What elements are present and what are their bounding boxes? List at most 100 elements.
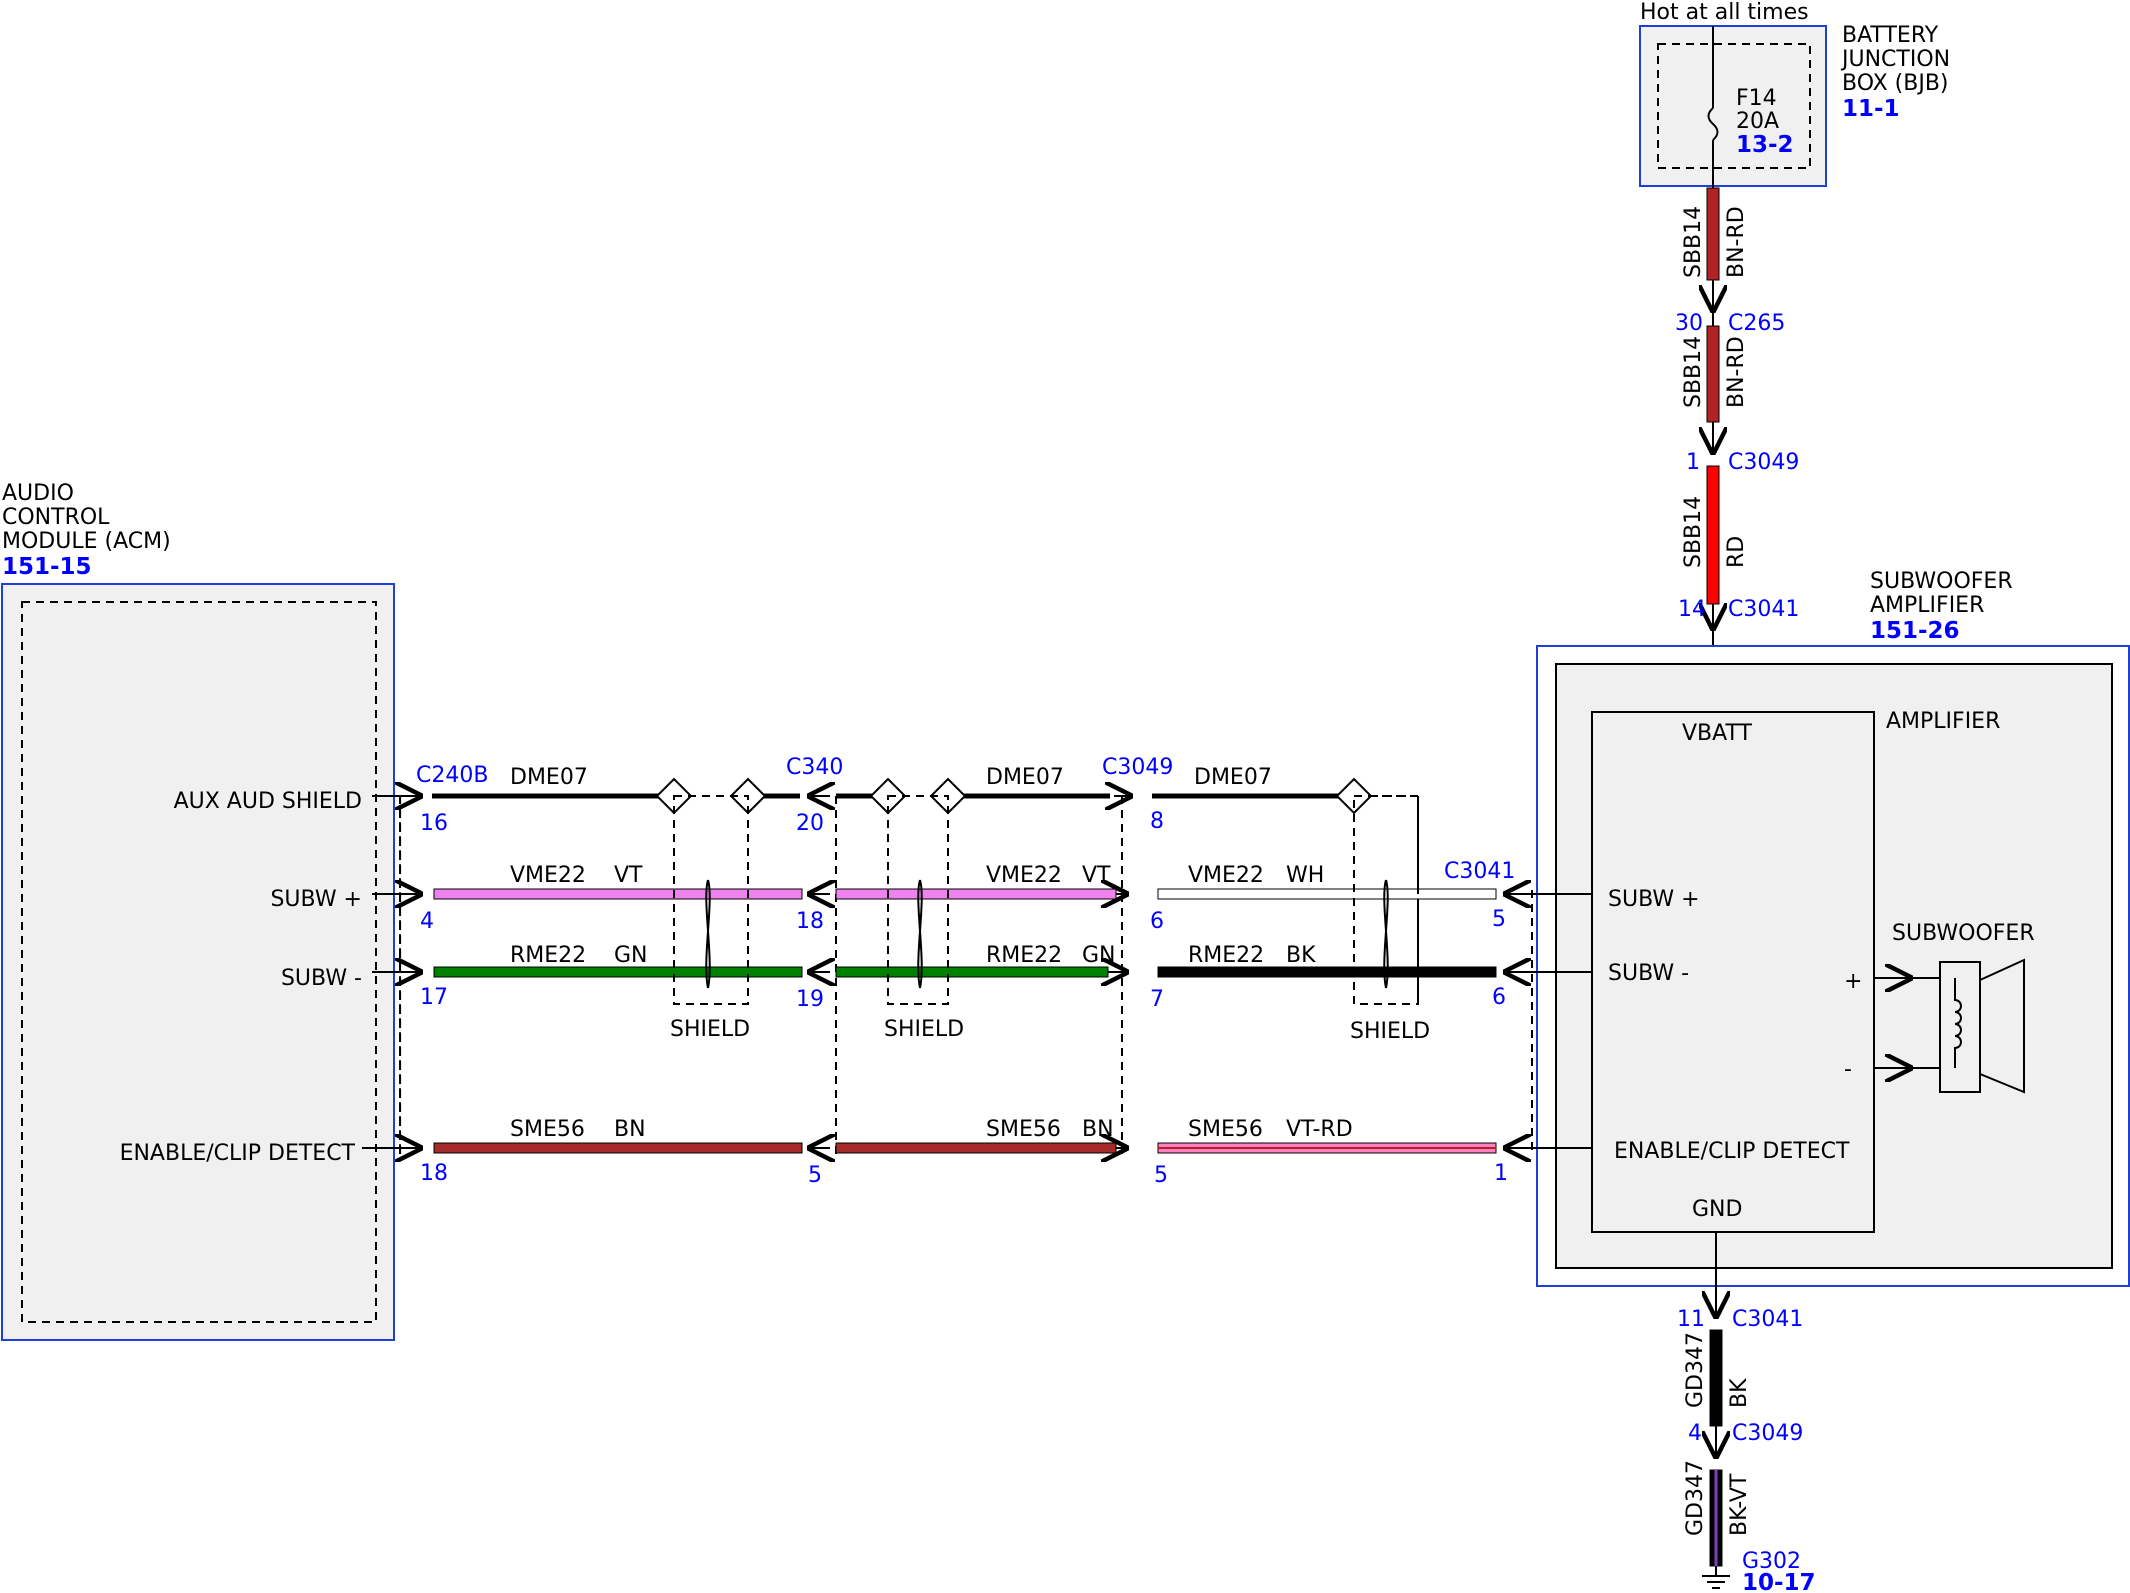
bjb-name-3: BOX (BJB) [1842,71,1949,96]
subwoofer-amplifier[interactable] [1536,645,2130,1287]
fuse-label: F14 [1736,86,1777,111]
shield-2 [887,795,949,1005]
circuit-sme56-1: SME56 [510,1117,585,1142]
pin-c3049-5: 5 [1154,1163,1168,1188]
shield-1 [673,795,749,1005]
subwoofer-label: SUBWOOFER [1892,921,2035,946]
connector-c3049-mid[interactable]: C3049 [1102,755,1173,780]
pin-c240b-17: 17 [420,985,448,1010]
acm-pin-enable: ENABLE/CLIP DETECT [120,1141,356,1166]
pin-c3041-5: 5 [1492,907,1506,932]
connector-c3041-bottom[interactable]: C3041 [1732,1307,1803,1332]
pin-c340-18: 18 [796,909,824,934]
pin-c3049-7: 7 [1150,987,1164,1012]
shield-label-2: SHIELD [884,1017,964,1042]
connector-c240b[interactable]: C240B [416,763,488,788]
amp-subw-pos: SUBW + [1608,887,1700,912]
ground-g302[interactable]: G302 [1742,1549,1801,1574]
shield-label-3: SHIELD [1350,1019,1430,1044]
subwoofer-speaker[interactable] [1874,958,2025,1094]
amp-name-1: SUBWOOFER [1870,569,2013,594]
wire-sbb14-2: SBB14 [1681,336,1706,408]
color-vt-1: VT [614,863,643,888]
pin-c3041-6: 6 [1492,985,1506,1010]
color-wh: WH [1286,863,1324,888]
color-vt-rd: VT-RD [1286,1117,1353,1142]
connector-c3041-top[interactable]: C3041 [1728,597,1799,622]
circuit-dme07-2: DME07 [986,765,1064,790]
amp-inner-label: AMPLIFIER [1886,709,2000,734]
coil-icon [1954,978,1962,1068]
wire-bk: BK [1727,1378,1752,1408]
pin-1: 1 [1686,450,1700,475]
color-bk: BK [1286,943,1316,968]
pin-c340-20: 20 [796,811,824,836]
wire-sme56[interactable] [362,1143,1592,1153]
acm-name-1: AUDIO [2,481,74,506]
circuit-rme22-3: RME22 [1188,943,1264,968]
pin-c240b-4: 4 [420,909,434,934]
wire-bnrd-1: BN-RD [1724,206,1749,278]
amp-subw-neg: SUBW - [1608,961,1689,986]
connector-c340[interactable]: C340 [786,755,843,780]
pin-c340-19: 19 [796,987,824,1012]
wire-gd347-2: GD347 [1683,1460,1708,1536]
pin-14: 14 [1678,597,1706,622]
connector-c3041-mid[interactable]: C3041 [1444,859,1515,884]
shield-3 [1353,795,1419,1005]
connector-c265[interactable]: C265 [1728,311,1785,336]
pin-c340-5: 5 [808,1163,822,1188]
acm-pin-subw-neg: SUBW - [281,966,362,991]
audio-control-module[interactable] [1,583,395,1341]
amp-ref-link[interactable]: 151-26 [1870,618,1960,644]
ground-ref-link[interactable]: 10-17 [1742,1570,1816,1593]
bjb-ref-link[interactable]: 11-1 [1842,96,1900,122]
pin-c3049-6: 6 [1150,909,1164,934]
pin-gnd-4: 4 [1688,1421,1702,1446]
circuit-vme22-1: VME22 [510,863,586,888]
amp-enable: ENABLE/CLIP DETECT [1614,1139,1850,1164]
circuit-sme56-2: SME56 [986,1117,1061,1142]
connector-c3049-bottom[interactable]: C3049 [1732,1421,1803,1446]
wire-gd347-1: GD347 [1683,1332,1708,1408]
color-bn-1: BN [614,1117,646,1142]
pin-c240b-18: 18 [420,1161,448,1186]
ground-wire[interactable] [1702,1232,1730,1589]
pin-gnd-11: 11 [1677,1307,1705,1332]
circuit-dme07-1: DME07 [510,765,588,790]
wire-bnrd-2: BN-RD [1724,336,1749,408]
color-gn-1: GN [614,943,648,968]
wire-rme22[interactable] [372,967,1592,977]
fuse-icon [1707,107,1719,141]
circuit-vme22-2: VME22 [986,863,1062,888]
battery-junction-box[interactable] [1639,25,1827,187]
color-gn-2: GN [1082,943,1116,968]
fuse-ref-link[interactable]: 13-2 [1736,132,1794,158]
acm-name-2: CONTROL [2,505,110,530]
connector-c3049-top[interactable]: C3049 [1728,450,1799,475]
wire-vme22[interactable] [372,889,1592,899]
amp-vbatt: VBATT [1682,721,1753,746]
amp-name-2: AMPLIFIER [1870,593,1984,618]
pin-c3049-8: 8 [1150,809,1164,834]
acm-ref-link[interactable]: 151-15 [2,554,92,580]
wire-rd: RD [1724,536,1749,568]
circuit-sme56-3: SME56 [1188,1117,1263,1142]
speaker-plus: + [1844,969,1862,994]
speaker-minus: - [1844,1057,1852,1082]
wire-sbb14-1: SBB14 [1681,206,1706,278]
circuit-dme07-3: DME07 [1194,765,1272,790]
wire-sbb14-3: SBB14 [1681,496,1706,568]
bjb-name-2: JUNCTION [1840,47,1950,72]
battery-feed-wire[interactable] [1707,186,1719,716]
pin-c3041-1: 1 [1494,1161,1508,1186]
acm-pin-subw-pos: SUBW + [270,887,362,912]
hot-at-all-times: Hot at all times [1640,0,1809,25]
acm-name-3: MODULE (ACM) [2,529,171,554]
speaker-cone-icon [1979,958,2025,1094]
wire-bk-vt: BK-VT [1727,1473,1752,1536]
color-bn-2: BN [1082,1117,1114,1142]
circuit-rme22-1: RME22 [510,943,586,968]
circuit-rme22-2: RME22 [986,943,1062,968]
